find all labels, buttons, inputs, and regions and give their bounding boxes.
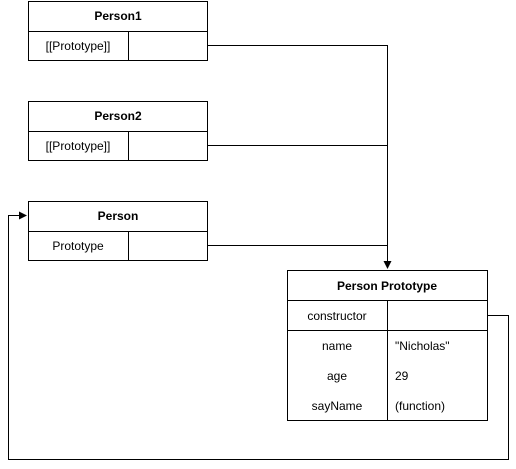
person-box: Person Prototype [28,201,208,261]
sayname-value: (function) [395,399,445,413]
person2-title: Person2 [94,109,142,123]
sayname-key: sayName [312,399,363,413]
person-prototype-title: Person Prototype [337,279,437,293]
name-key: name [322,339,352,353]
person-prototype-box: Person Prototype constructor name "Nicho… [287,270,488,421]
constructor-key: constructor [307,309,366,323]
person1-to-prototype-arrow [207,45,392,269]
age-value: 29 [395,369,409,383]
person1-box: Person1 [[Prototype]] [28,1,208,61]
constructor-to-person-arrow [8,211,509,460]
person2-box: Person2 [[Prototype]] [28,101,208,161]
person1-prototype-label: [[Prototype]] [46,39,111,53]
name-value: "Nicholas" [395,339,450,353]
person2-prototype-label: [[Prototype]] [46,139,111,153]
person-title: Person [98,209,139,223]
person1-title: Person1 [94,9,142,23]
age-key: age [327,369,347,383]
person-prototype-label: Prototype [52,239,104,253]
